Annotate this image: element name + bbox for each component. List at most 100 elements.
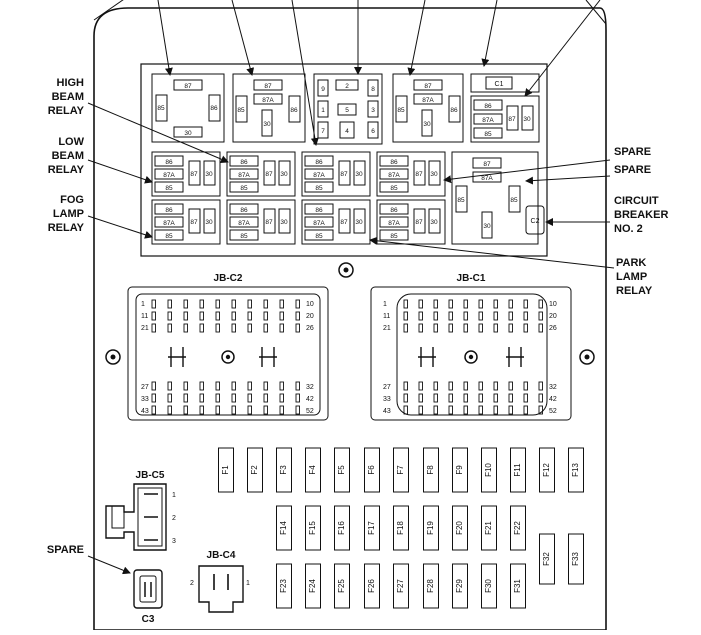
top-relay-3: 87 87A 85 86 30 (392, 73, 464, 143)
svg-text:87A: 87A (313, 172, 325, 179)
jb-c1-pin-slot (463, 405, 468, 415)
mounting-hole (105, 349, 121, 365)
fuse-body (452, 447, 468, 493)
jb-c1-pin-slot (463, 299, 468, 309)
jb-c1-pin-slot (523, 393, 528, 403)
fuse-body (334, 563, 350, 609)
jb-c2-title: JB-C2 (214, 273, 243, 284)
jb-c1-pin-slot (493, 381, 498, 391)
fuse-f19: F19 (423, 505, 439, 551)
svg-text:87: 87 (415, 171, 423, 178)
jb-c5-title: JB-C5 (136, 470, 165, 481)
jb-c2-pin-slot (247, 299, 252, 309)
jb-c2-row-label: 33 (141, 396, 149, 403)
leader-lines (87, 0, 615, 575)
jb-c2-pin-slot (199, 311, 204, 321)
svg-text:RELAY: RELAY (48, 222, 85, 234)
svg-text:86: 86 (290, 107, 298, 114)
jb-c1-pin-slot (433, 323, 438, 333)
svg-text:85: 85 (240, 185, 248, 192)
jb-c1-row-label: 10 (549, 301, 557, 308)
svg-text:87: 87 (264, 83, 272, 90)
fuse-f3: F3 (276, 447, 292, 493)
jb-c1-pin-slot (508, 299, 513, 309)
fuse-label: F33 (571, 552, 580, 566)
svg-text:87: 87 (184, 83, 192, 90)
fuse-body (568, 533, 584, 585)
jb-c1-pin-slot (478, 323, 483, 333)
svg-text:30: 30 (430, 219, 438, 226)
svg-text:3: 3 (371, 107, 375, 114)
svg-text:85: 85 (510, 197, 518, 204)
fuse-f11: F11 (510, 447, 526, 493)
jb-c2-pin-slot (215, 381, 220, 391)
fuse-f32: F32 (539, 533, 555, 585)
svg-text:HIGH: HIGH (57, 77, 85, 89)
jb-c2-pin-slot (295, 405, 300, 415)
fuse-f29: F29 (452, 563, 468, 609)
fuse-body (423, 505, 439, 551)
svg-text:87A: 87A (388, 172, 400, 179)
svg-text:87: 87 (265, 171, 273, 178)
jb-c2-pin-slot (183, 323, 188, 333)
fuse-f5: F5 (334, 447, 350, 493)
jb-c2-pin-slot (199, 323, 204, 333)
svg-text:30: 30 (280, 219, 288, 226)
jb-c2-pin-slot (183, 381, 188, 391)
jb-c1-pin-slot (493, 323, 498, 333)
center-fuse-block: 9 2 8 1 5 3 7 4 6 (313, 73, 383, 145)
jb-c2-pin-slot (279, 311, 284, 321)
jb-c2-pin-slot (247, 311, 252, 321)
svg-text:85: 85 (315, 233, 323, 240)
mini-relay-r1c2: 86 87A 85 87 30 (226, 151, 296, 197)
jb-c5-connector (105, 483, 167, 551)
jb-c1-row-label: 26 (549, 325, 557, 332)
fuse-body (276, 563, 292, 609)
jb-c1-pin-slot (538, 311, 543, 321)
jb-c2-pin-slot (199, 299, 204, 309)
jb-c1-pin-slot (433, 393, 438, 403)
jb-c1-pin-slot (508, 323, 513, 333)
fuse-f33: F33 (568, 533, 584, 585)
fuse-f18: F18 (393, 505, 409, 551)
circuit-breaker-callout: CIRCUIT BREAKER NO. 2 (614, 195, 668, 235)
fuse-body (364, 505, 380, 551)
spare-callout: SPARE (47, 544, 84, 556)
jb-c1-pin-slot (418, 299, 423, 309)
jb-c1-pin-slot (538, 323, 543, 333)
svg-text:87: 87 (340, 219, 348, 226)
fuse-f12: F12 (539, 447, 555, 493)
svg-text:30: 30 (184, 130, 192, 137)
jb-c1-row-label: 11 (383, 313, 390, 320)
svg-text:87A: 87A (422, 97, 434, 104)
jb-c2-pin-slot (151, 311, 156, 321)
fuse-label: F5 (337, 465, 346, 475)
svg-text:7: 7 (321, 128, 325, 135)
park-lamp-relay-callout: PARK LAMP RELAY (616, 257, 653, 297)
mini-relay-r2c1: 86 87A 85 87 30 (151, 199, 221, 245)
jb-c1-pin-slot (523, 311, 528, 321)
jb-c2-pin-slot (231, 323, 236, 333)
jb-c2-pin-slot (295, 323, 300, 333)
jb-c1-pin-slot (508, 311, 513, 321)
fuse-label: F14 (279, 521, 288, 535)
fuse-label: F16 (337, 521, 346, 535)
svg-text:86: 86 (315, 159, 323, 166)
svg-text:RELAY: RELAY (48, 164, 85, 176)
svg-text:BEAM: BEAM (52, 150, 84, 162)
jb-c2-pin-slot (167, 381, 172, 391)
jb-c1-pin-slot (538, 405, 543, 415)
jb-c1-row-label: 20 (549, 313, 557, 320)
jb-c2-row-label: 26 (306, 325, 314, 332)
fuse-f2: F2 (247, 447, 263, 493)
fuse-label: F2 (250, 465, 259, 475)
fuse-body (481, 505, 497, 551)
jb-c1-pin-slot (448, 405, 453, 415)
jb-c1-pin-slot (418, 311, 423, 321)
jb-c2-pin-slot (279, 323, 284, 333)
jb-c1-pin-slot (448, 393, 453, 403)
jb-c1-pin-slot (478, 381, 483, 391)
jb-c1-pin-slot (448, 381, 453, 391)
